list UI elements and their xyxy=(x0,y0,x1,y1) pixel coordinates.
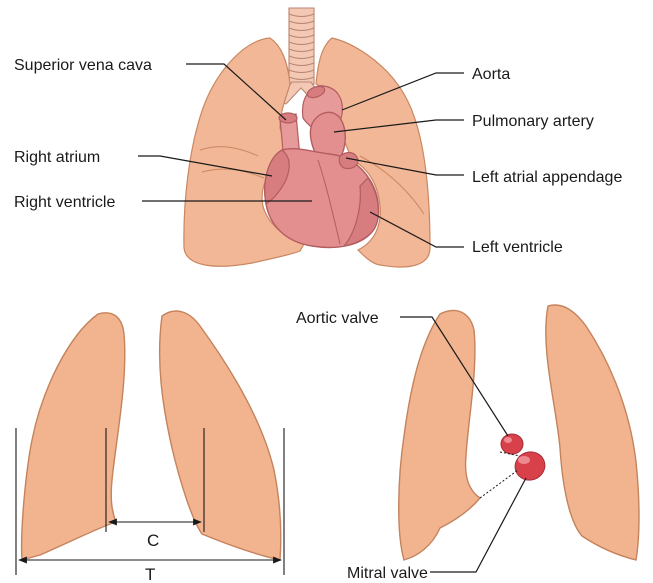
right-lung-valves xyxy=(399,311,480,560)
label-aortic-valve: Aortic valve xyxy=(296,310,379,327)
label-right-atrium: Right atrium xyxy=(14,149,100,166)
left-atrial-appendage xyxy=(339,153,358,169)
valve-guide-lower xyxy=(480,470,518,498)
left-lung-outline xyxy=(160,311,281,560)
label-cardiac-width: C xyxy=(147,531,159,550)
aortic-valve xyxy=(501,434,523,454)
label-left-atrial-appendage: Left atrial appendage xyxy=(472,169,622,186)
label-superior-vena-cava: Superior vena cava xyxy=(14,57,152,74)
cardiothoracic-ratio-diagram: C T xyxy=(16,311,284,583)
label-mitral-valve: Mitral valve xyxy=(347,565,428,582)
heart-lungs-illustration xyxy=(184,8,430,267)
label-thoracic-width: T xyxy=(145,565,155,583)
left-lung-valves xyxy=(546,305,639,560)
valve-position-diagram: Aortic valve Mitral valve xyxy=(296,305,639,582)
label-left-ventricle: Left ventricle xyxy=(472,239,563,256)
label-right-ventricle: Right ventricle xyxy=(14,194,115,211)
label-aorta: Aorta xyxy=(472,66,510,83)
label-pulmonary-artery: Pulmonary artery xyxy=(472,113,594,130)
right-lung-outline xyxy=(22,313,125,560)
